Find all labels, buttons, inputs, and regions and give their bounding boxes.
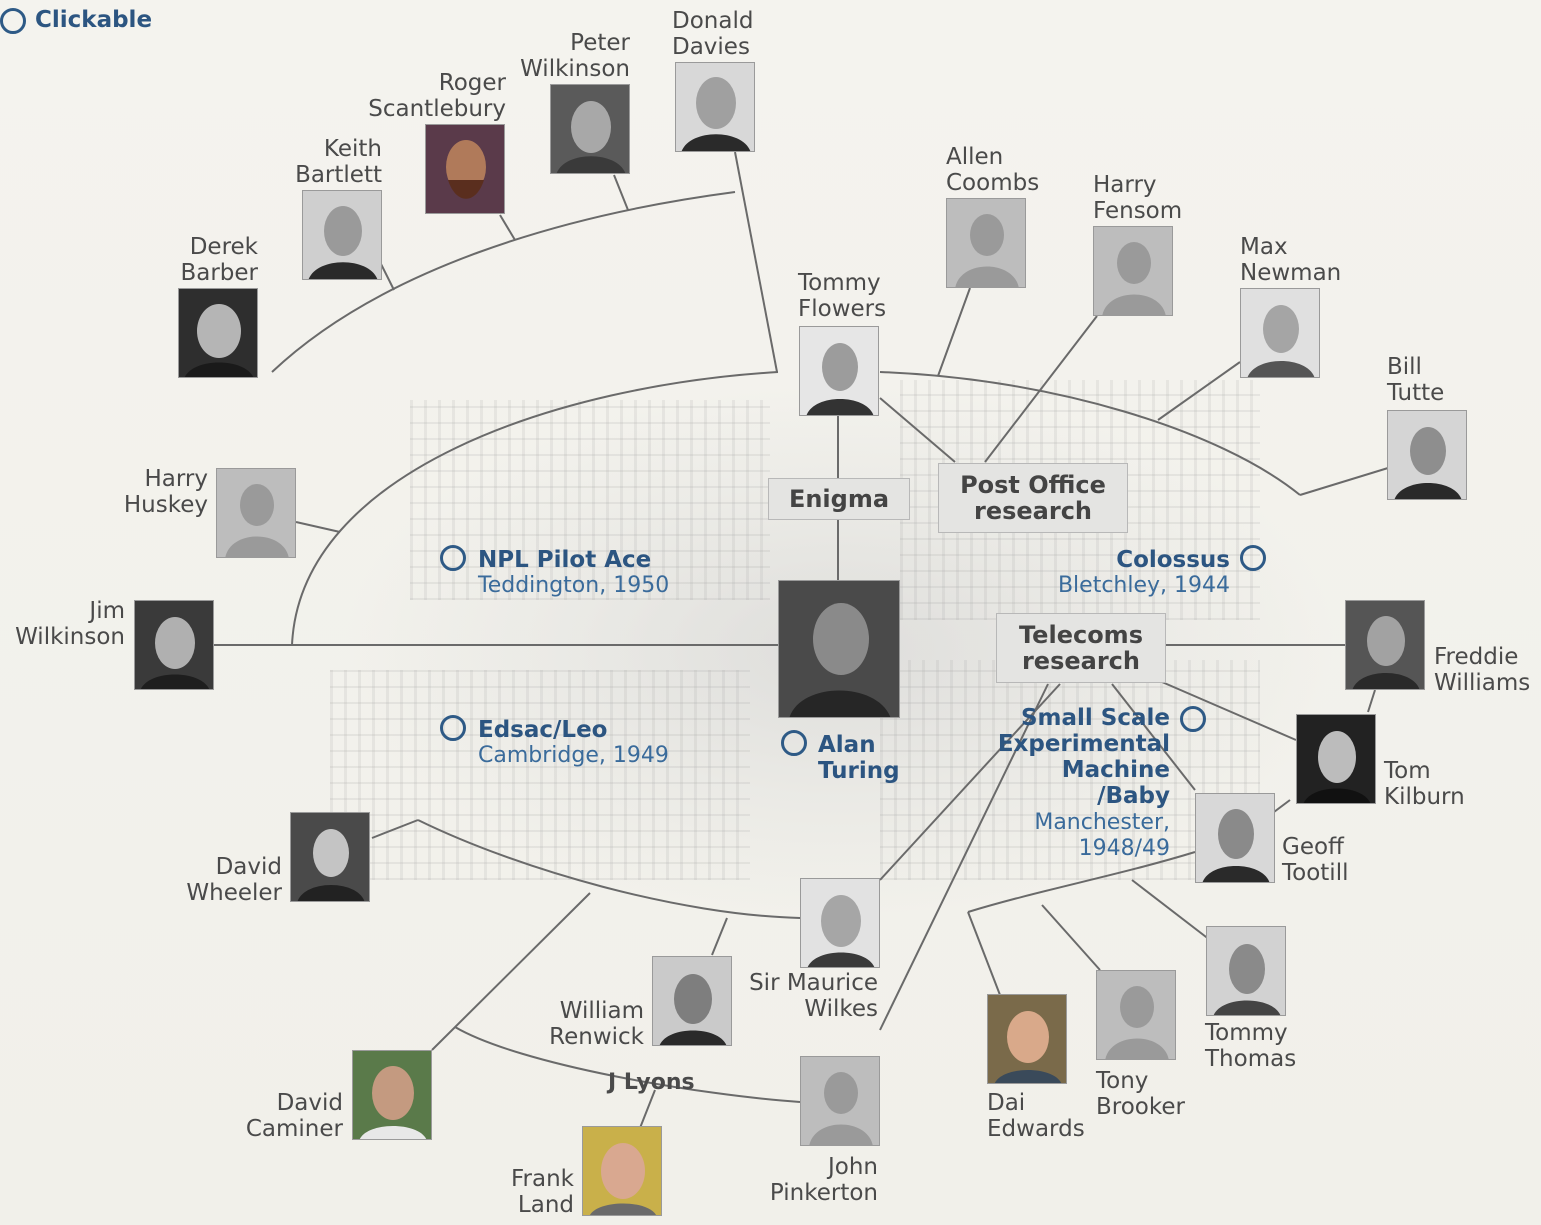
freddie-williams-photo[interactable]	[1345, 600, 1425, 690]
edsac-leo-location: Cambridge, 1949	[478, 743, 669, 768]
bill-tutte-photo[interactable]	[1387, 410, 1467, 500]
frank-land-photo[interactable]	[582, 1126, 662, 1216]
john-pinkerton-name: John Pinkerton	[769, 1154, 878, 1206]
max-newman-name: Max Newman	[1240, 234, 1342, 286]
tony-brooker-name: Tony Brooker	[1096, 1068, 1185, 1120]
tommy-flowers-photo[interactable]	[799, 326, 879, 416]
harry-fensom-name: Harry Fensom	[1093, 172, 1183, 224]
colossus-location: Bletchley, 1944	[1057, 573, 1230, 598]
william-renwick-name: William Renwick	[549, 998, 644, 1050]
dai-edwards-name: Dai Edwards	[987, 1090, 1085, 1142]
alan-turing-link-icon[interactable]	[781, 730, 807, 756]
david-caminer-name: David Caminer	[245, 1090, 343, 1142]
david-wheeler-photo[interactable]	[290, 812, 370, 902]
roger-scantlebury-photo[interactable]	[425, 124, 505, 214]
colossus-link-icon[interactable]	[1240, 545, 1266, 571]
topic-enigma: Enigma	[768, 478, 910, 520]
edsac-leo-link-icon[interactable]	[440, 715, 466, 741]
peter-wilkinson-photo[interactable]	[550, 84, 630, 174]
allen-coombs-photo[interactable]	[946, 198, 1026, 288]
topic-post-office-research: Post Office research	[938, 463, 1128, 533]
ssem-baby-link[interactable]: Small Scale Experimental Machine /Baby	[997, 705, 1170, 809]
geoff-tootill-name: Geoff Tootill	[1282, 834, 1349, 886]
bill-tutte-name: Bill Tutte	[1387, 354, 1445, 406]
ssem-baby-location: Manchester, 1948/49	[1034, 810, 1170, 861]
william-renwick-photo[interactable]	[652, 956, 732, 1046]
keith-bartlett-photo[interactable]	[302, 190, 382, 280]
freddie-williams-name: Freddie Williams	[1434, 644, 1531, 696]
clickable-legend-icon	[0, 8, 26, 34]
topic-j-lyons: J Lyons	[608, 1070, 695, 1095]
peter-wilkinson-name: Peter Wilkinson	[520, 30, 630, 82]
max-newman-photo[interactable]	[1240, 288, 1320, 378]
geoff-tootill-photo[interactable]	[1195, 793, 1275, 883]
colossus-link[interactable]: Colossus	[1116, 547, 1230, 573]
harry-huskey-photo[interactable]	[216, 468, 296, 558]
derek-barber-name: Derek Barber	[180, 234, 258, 286]
topic-telecoms-research: Telecoms research	[996, 613, 1166, 683]
tommy-flowers-name: Tommy Flowers	[798, 270, 887, 322]
john-pinkerton-photo[interactable]	[800, 1056, 880, 1146]
tom-kilburn-name: Tom Kilburn	[1384, 758, 1465, 810]
ssem-baby-link-icon[interactable]	[1180, 706, 1206, 732]
alan-turing-photo[interactable]	[778, 580, 900, 718]
harry-huskey-name: Harry Huskey	[123, 466, 208, 518]
harry-fensom-photo[interactable]	[1093, 226, 1173, 316]
npl-pilot-ace-link[interactable]: NPL Pilot Ace	[478, 547, 652, 573]
donald-davies-photo[interactable]	[675, 62, 755, 152]
tom-kilburn-photo[interactable]	[1296, 714, 1376, 804]
allen-coombs-name: Allen Coombs	[946, 144, 1040, 196]
dai-edwards-photo[interactable]	[987, 994, 1067, 1084]
tommy-thomas-photo[interactable]	[1206, 926, 1286, 1016]
npl-pilot-ace-location: Teddington, 1950	[478, 573, 670, 598]
keith-bartlett-name: Keith Bartlett	[295, 136, 382, 188]
machinery-backdrop	[410, 400, 770, 600]
alan-turing-link[interactable]: Alan Turing	[818, 732, 900, 784]
npl-pilot-ace-link-icon[interactable]	[440, 545, 466, 571]
roger-scantlebury-name: Roger Scantlebury	[368, 70, 506, 122]
jim-wilkinson-photo[interactable]	[134, 600, 214, 690]
donald-davies-name: Donald Davies	[672, 8, 754, 60]
machinery-backdrop	[330, 670, 750, 880]
jim-wilkinson-name: Jim Wilkinson	[15, 598, 125, 650]
frank-land-name: Frank Land	[510, 1166, 574, 1218]
tommy-thomas-name: Tommy Thomas	[1205, 1020, 1297, 1072]
david-wheeler-name: David Wheeler	[186, 854, 282, 906]
maurice-wilkes-name: Sir Maurice Wilkes	[749, 970, 878, 1022]
derek-barber-photo[interactable]	[178, 288, 258, 378]
david-caminer-photo[interactable]	[352, 1050, 432, 1140]
edsac-leo-link[interactable]: Edsac/Leo	[478, 717, 608, 743]
maurice-wilkes-photo[interactable]	[800, 878, 880, 968]
legend-label: Clickable	[35, 7, 153, 33]
tony-brooker-photo[interactable]	[1096, 970, 1176, 1060]
